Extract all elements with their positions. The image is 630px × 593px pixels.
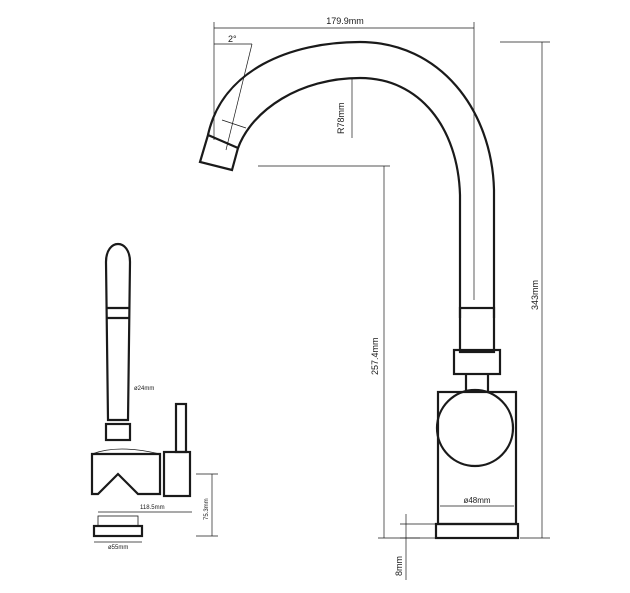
- front-handle-cartridge: [162, 450, 192, 498]
- spout-outer-arc: [206, 40, 496, 318]
- handle-disc: [435, 388, 515, 468]
- front-base-ring: [97, 515, 139, 527]
- spout-collar: [458, 306, 496, 354]
- front-handle-lever: [174, 402, 188, 454]
- dim-angle-label: 2°: [228, 34, 237, 44]
- front-spout-tube: [104, 243, 132, 422]
- front-view: ø24mm 118.5mm 75.3mm ø55mm: [90, 243, 218, 551]
- dim-body-dia-label: ø48mm: [463, 496, 490, 505]
- aerator-tip: [198, 133, 240, 172]
- dim-handle-dia-label: ø24mm: [134, 386, 154, 392]
- dim-base-label: 8mm: [394, 556, 404, 576]
- dim-body-width-label: 118.5mm: [140, 505, 165, 511]
- spout-ring: [452, 348, 502, 376]
- front-base: [92, 524, 144, 538]
- dim-angle-ref: [225, 43, 253, 151]
- dim-spout-height-label: 257.4mm: [370, 337, 380, 375]
- dim-radius-label: R78mm: [336, 102, 346, 134]
- spout-inner-arc: [236, 76, 462, 318]
- dim-body-height-label: 75.3mm: [204, 498, 210, 520]
- aerator-line: [221, 119, 247, 129]
- side-view: 179.9mm 2° R78mm 343mm 257.4mm ø48mm 8mm: [198, 16, 550, 580]
- front-collar: [104, 422, 132, 442]
- dim-total-height-label: 343mm: [530, 280, 540, 310]
- base-plate: [434, 522, 520, 540]
- front-body-top: [91, 448, 161, 455]
- dim-base-dia-label: ø55mm: [108, 545, 128, 551]
- dim-width-label: 179.9mm: [326, 16, 364, 26]
- front-body: [90, 452, 162, 496]
